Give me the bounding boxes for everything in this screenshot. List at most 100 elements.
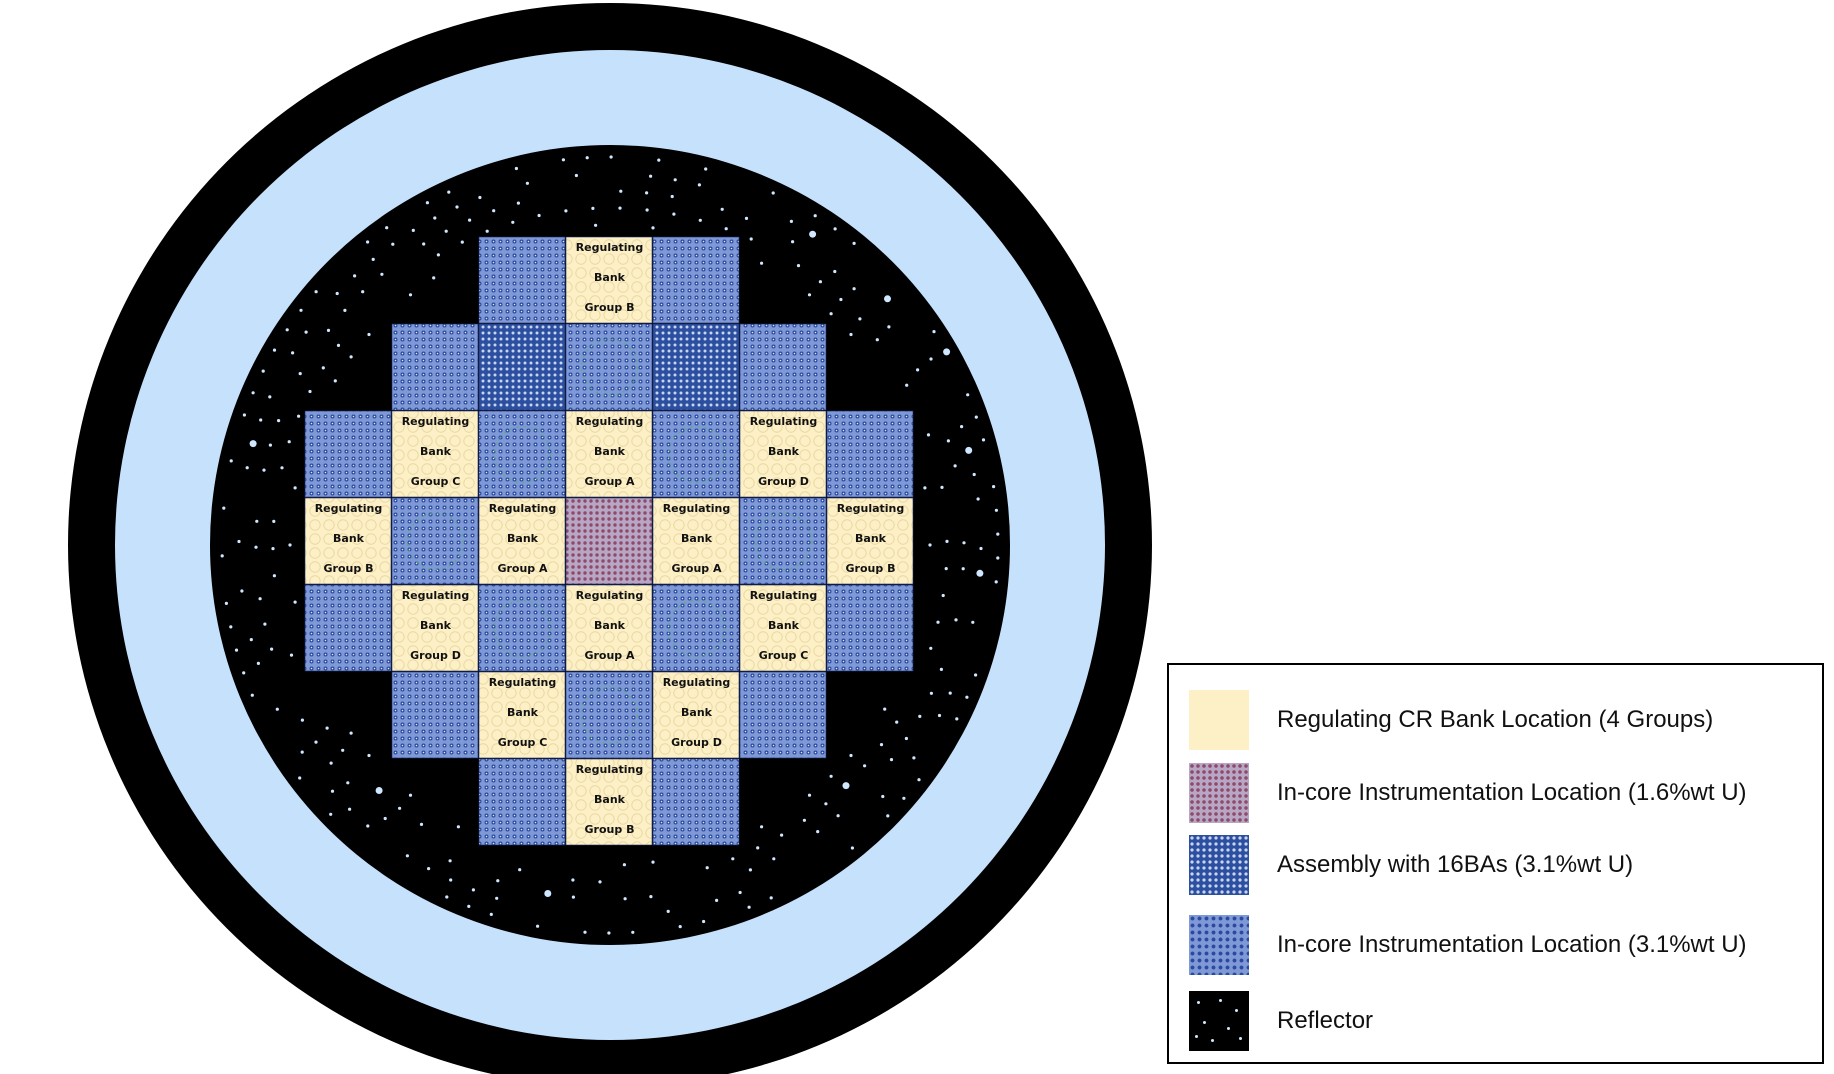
bank-label: Bank (420, 445, 452, 458)
reflector-channel (863, 764, 867, 768)
reflector-channel (594, 223, 598, 227)
reflector-channel (929, 691, 934, 695)
reflector-channel (996, 556, 1000, 560)
reflector-channel (495, 896, 499, 900)
reflector-channel (280, 466, 284, 470)
bank-label: Bank (855, 532, 887, 545)
bank-label: Bank (333, 532, 365, 545)
reflector-channel (300, 750, 304, 754)
regulating-swatch (1189, 690, 1249, 750)
group-label: Group B (585, 301, 635, 314)
group-label: Group A (584, 475, 635, 488)
reflector-channel (756, 846, 760, 850)
reflector-channel (544, 890, 552, 897)
bank-word-label: Regulating (315, 502, 383, 515)
instrumentation-cell (826, 584, 914, 672)
reflector-channel (250, 693, 254, 697)
reflector-channel (456, 825, 460, 829)
reflector-channel (249, 638, 253, 642)
reflector-channel (705, 866, 709, 870)
reflector-channel (325, 726, 329, 730)
reflector-channel (966, 393, 970, 397)
reflector-channel (335, 291, 339, 296)
reflector-channel (944, 567, 948, 571)
reflector-channel (353, 274, 357, 278)
reflector-channel (749, 237, 753, 241)
reflector-channel (259, 418, 263, 422)
instrumentation-cell (652, 758, 740, 846)
reflector-swatch (1189, 991, 1249, 1051)
reflector-channel (366, 824, 370, 828)
reflector-channel (330, 789, 335, 793)
reflector-channel (436, 253, 440, 257)
reflector-channel (333, 379, 337, 383)
bank-label: Bank (594, 445, 626, 458)
reflector-channel (268, 395, 272, 399)
reflector-channel (905, 383, 909, 387)
instrumentation-cell (565, 323, 653, 411)
legend: Regulating CR Bank Location (4 Groups) I… (1167, 663, 1824, 1064)
reflector-channel (771, 191, 775, 195)
reflector-channel (744, 216, 749, 220)
group-label: Group B (846, 562, 896, 575)
bank-label: Bank (507, 706, 539, 719)
instrumentation-cell (652, 236, 740, 324)
reflector-channel (287, 440, 291, 444)
reflector-channel (926, 433, 931, 437)
instrumentation-cell (478, 758, 566, 846)
bank-word-label: Regulating (663, 502, 731, 515)
reflector-channel (343, 308, 347, 312)
reflector-channel (928, 543, 932, 547)
reflector-channel (308, 389, 312, 394)
reflector-channel (651, 226, 655, 230)
reflector-channel (994, 580, 998, 584)
reflector-channel (237, 539, 241, 544)
reflector-channel (673, 178, 677, 182)
reflector-channel (255, 519, 259, 523)
reflector-channel (496, 879, 500, 883)
reflector-channel (268, 443, 272, 447)
reflector-channel (918, 714, 922, 719)
instrumentation-cell (739, 497, 827, 585)
instrumentation-cell (652, 410, 740, 498)
reflector-channel (408, 293, 413, 297)
instrumentation-swatch (1189, 915, 1249, 975)
bank-label: Bank (768, 619, 800, 632)
reflector-channel (536, 924, 540, 928)
reflector-channel (478, 195, 482, 200)
bank-label: Bank (681, 706, 713, 719)
instrumentation-cell (478, 584, 566, 672)
reflector-channel (275, 707, 279, 711)
reflector-channel (833, 269, 837, 274)
reflector-channel (249, 440, 257, 448)
reflector-channel (537, 213, 541, 218)
burnable-absorber-ring (580, 686, 639, 745)
reflector-channel (293, 600, 297, 604)
reflector-channel (245, 466, 249, 470)
bank-word-label: Regulating (402, 589, 470, 602)
reflector-channel (609, 155, 613, 159)
reflector-channel (485, 229, 489, 233)
reflector-channel (649, 895, 653, 899)
reflector-channel (769, 896, 773, 900)
reflector-channel (304, 330, 308, 334)
instrumentation-swatch (1189, 763, 1249, 823)
burnable-absorber-ring (493, 425, 552, 484)
reflector-channel (229, 625, 233, 629)
reflector-channel (670, 194, 674, 199)
reflector-channel (902, 796, 906, 800)
reflector-channel (720, 207, 724, 211)
assembly-swatch (1189, 835, 1249, 895)
reflector-channel (380, 272, 384, 276)
reflector-channel (802, 818, 807, 822)
reflector-channel (445, 895, 449, 899)
reflector-channel (852, 241, 856, 245)
